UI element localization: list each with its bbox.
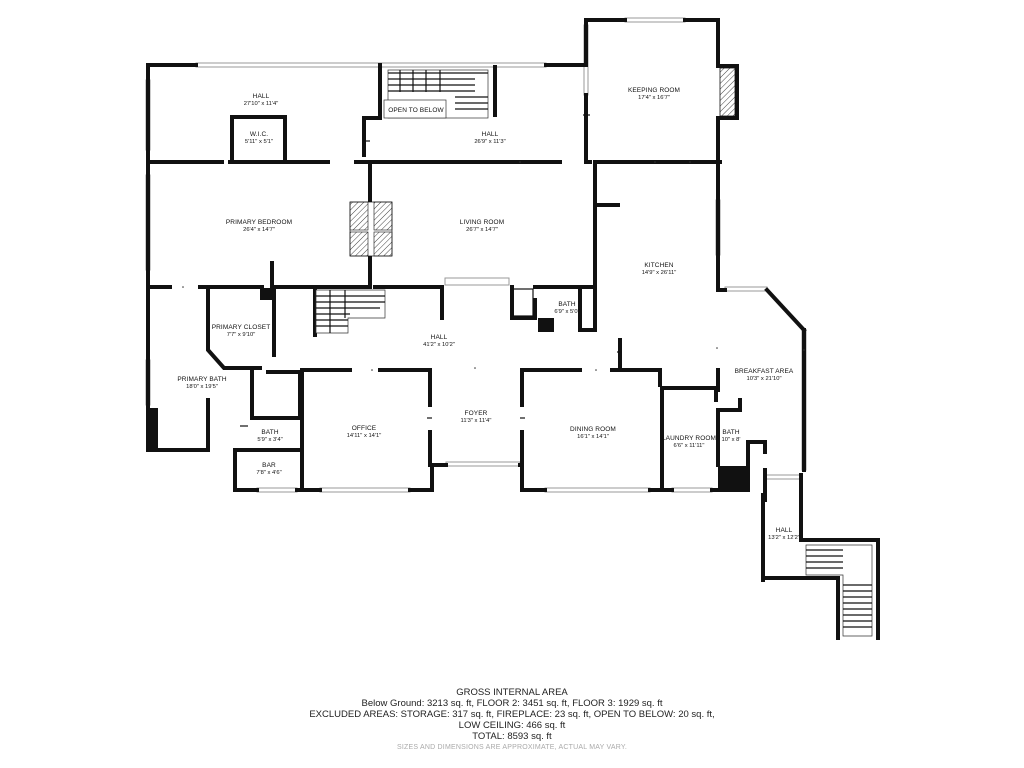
area-summary: GROSS INTERNAL AREA Below Ground: 3213 s… [0, 687, 1024, 753]
dim-office: 14'11" x 14'1" [347, 433, 382, 439]
floor-plan: HALL 27'10" x 11'4" W.I.C. 5'11" x 5'1" … [145, 17, 880, 640]
walls [146, 18, 880, 640]
label-wic: W.I.C. [250, 131, 268, 138]
door-markers [182, 114, 805, 427]
label-primary-bedroom: PRIMARY BEDROOM [226, 219, 292, 226]
label-bar: BAR [262, 462, 276, 469]
dim-bath-left: 5'9" x 3'4" [257, 437, 282, 443]
summary-line-1: Below Ground: 3213 sq. ft, FLOOR 2: 3451… [361, 698, 663, 709]
stairs-right [805, 544, 873, 637]
dim-hall-center: 41'2" x 10'2" [423, 342, 455, 348]
dim-primary-closet: 7'7" x 9'10" [227, 332, 256, 338]
dim-keeping-room: 17'4" x 16'7" [638, 95, 670, 101]
label-laundry-room: LAUNDRY ROOM [662, 435, 716, 442]
label-breakfast-area: BREAKFAST AREA [735, 368, 794, 375]
summary-line-4: TOTAL: 8593 sq. ft [472, 731, 552, 742]
dim-living-room: 26'7" x 14'7" [466, 227, 498, 233]
label-hall-mid: HALL [482, 131, 499, 138]
dim-bath-right: 10" x 8' [722, 437, 741, 443]
summary-line-3: LOW CEILING: 466 sq. ft [458, 720, 566, 731]
dim-dining-room: 16'1" x 14'1" [577, 434, 609, 440]
fireplace-living [349, 201, 393, 257]
room-labels: HALL 27'10" x 11'4" W.I.C. 5'11" x 5'1" … [177, 87, 800, 541]
dim-bath-small: 6'9" x 5'0" [554, 309, 579, 315]
dim-hall-mid: 26'9" x 11'3" [474, 139, 505, 145]
summary-line-2: EXCLUDED AREAS: STORAGE: 317 sq. ft, FIR… [309, 709, 715, 720]
label-primary-closet: PRIMARY CLOSET [212, 324, 271, 331]
fireplace-keeping [719, 67, 736, 117]
summary-note: SIZES AND DIMENSIONS ARE APPROXIMATE, AC… [397, 744, 627, 751]
label-bath-left: BATH [261, 429, 278, 436]
label-primary-bath: PRIMARY BATH [177, 376, 226, 383]
label-foyer: FOYER [465, 410, 488, 417]
dim-kitchen: 14'9" x 26'11" [642, 270, 677, 276]
label-hall-right: HALL [776, 527, 793, 534]
label-hall-center: HALL [431, 334, 448, 341]
label-living-room: LIVING ROOM [460, 219, 504, 226]
label-keeping-room: KEEPING ROOM [628, 87, 680, 94]
label-dining-room: DINING ROOM [570, 426, 616, 433]
dim-laundry-room: 6'6" x 11'11" [674, 443, 705, 449]
label-office: OFFICE [352, 425, 377, 432]
dim-foyer: 11'3" x 11'4" [461, 418, 492, 424]
stairs-center [315, 289, 386, 334]
dim-wic: 5'11" x 5'1" [245, 139, 273, 145]
label-bath-small: BATH [558, 301, 575, 308]
label-bath-right: BATH [722, 429, 739, 436]
dim-primary-bath: 18'0" x 19'5" [186, 384, 218, 390]
dim-primary-bedroom: 26'4" x 14'7" [243, 227, 275, 233]
label-kitchen: KITCHEN [644, 262, 673, 269]
label-hall-top: HALL [253, 93, 270, 100]
label-open-to-below: OPEN TO BELOW [388, 107, 444, 114]
stairs-top [383, 69, 489, 119]
dim-hall-right: 13'2" x 12'2" [768, 535, 800, 541]
dim-bar: 7'8" x 4'6" [256, 470, 281, 476]
dim-hall-top: 27'10" x 11'4" [244, 101, 279, 107]
dim-breakfast-area: 10'3" x 21'10" [746, 376, 781, 382]
summary-heading: GROSS INTERNAL AREA [456, 687, 568, 698]
